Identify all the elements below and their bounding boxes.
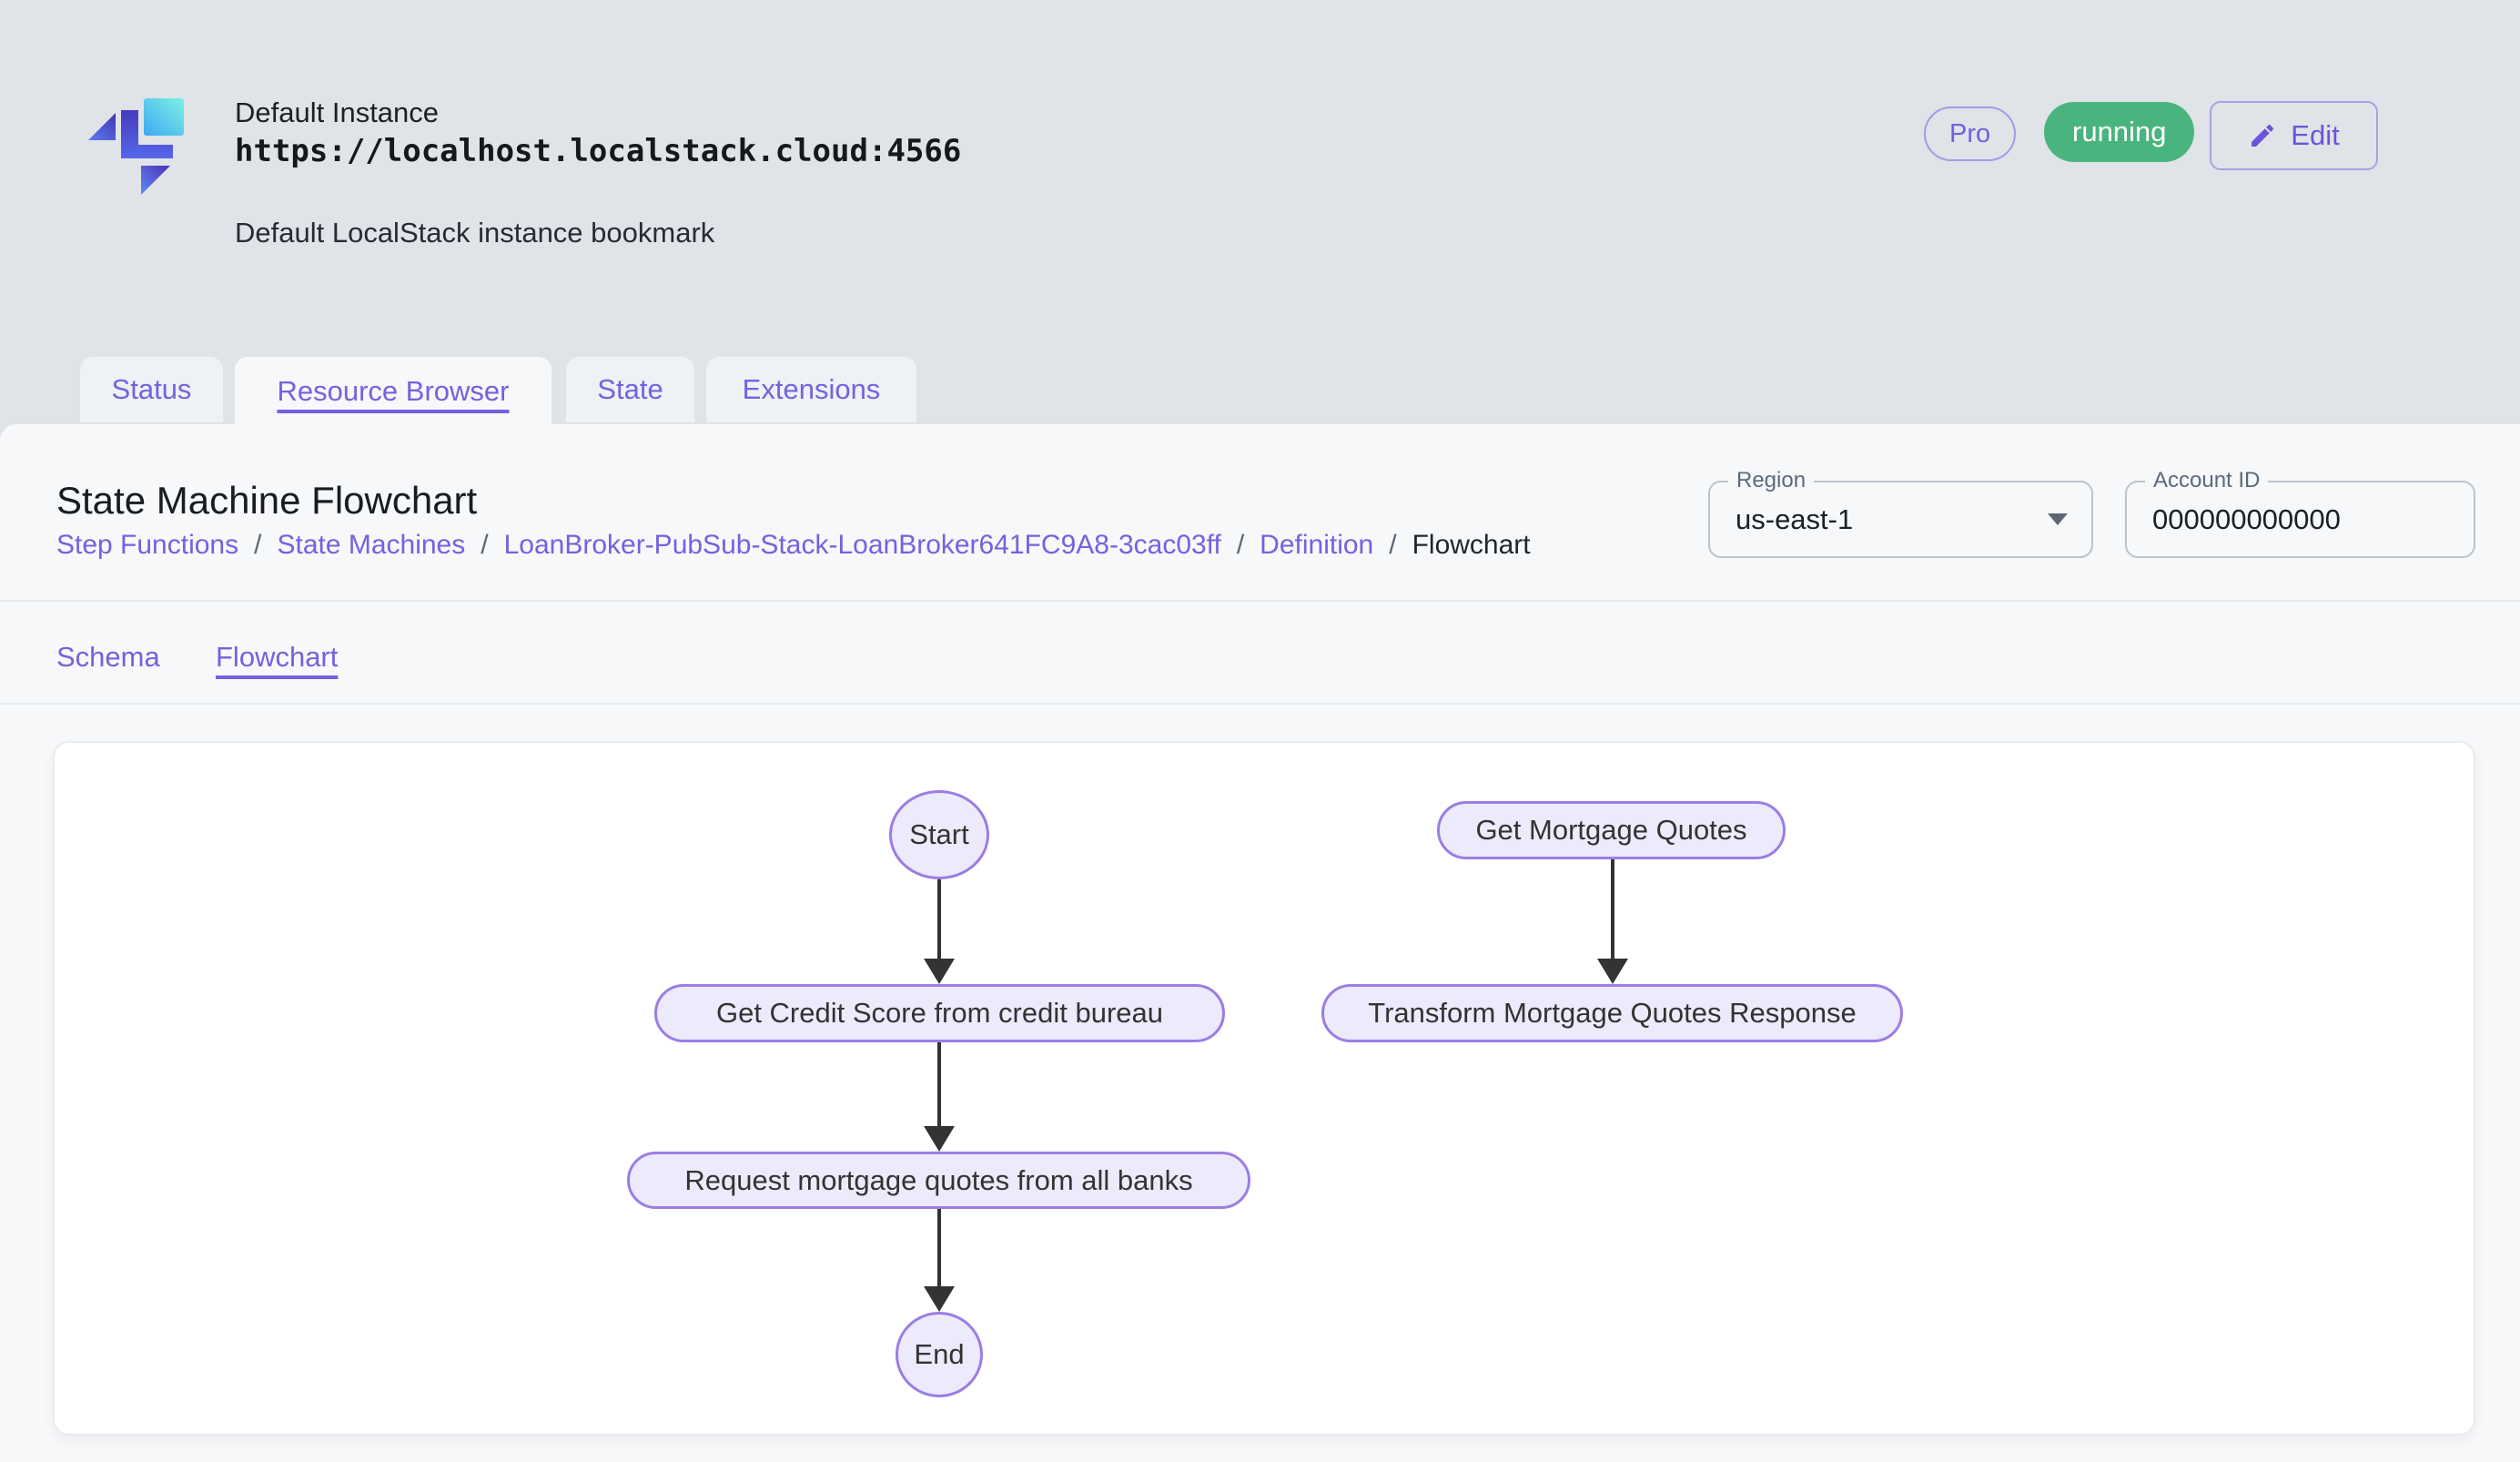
- flow-arrowhead: [924, 1126, 955, 1152]
- tab-resource-browser-label: Resource Browser: [277, 375, 510, 407]
- breadcrumb-state-machine-name[interactable]: LoanBroker-PubSub-Stack-LoanBroker641FC9…: [503, 530, 1221, 560]
- tab-extensions[interactable]: Extensions: [706, 357, 916, 422]
- chevron-down-icon: [2048, 513, 2068, 525]
- flow-node-start: Start: [889, 790, 989, 879]
- breadcrumb-step-functions[interactable]: Step Functions: [56, 530, 239, 560]
- flow-node-end: End: [896, 1312, 983, 1397]
- flow-arrow-quotes-to-transform: [1611, 859, 1614, 960]
- breadcrumb-separator: /: [1236, 530, 1245, 560]
- breadcrumb-definition[interactable]: Definition: [1260, 530, 1374, 560]
- region-select[interactable]: Region us-east-1: [1708, 468, 2093, 558]
- region-label: Region: [1728, 468, 1815, 493]
- status-badge: running: [2044, 102, 2195, 162]
- edit-button-label: Edit: [2291, 119, 2340, 151]
- account-id-field: Account ID: [2125, 468, 2475, 558]
- flow-arrow-credit-to-request: [937, 1042, 941, 1128]
- tab-state[interactable]: State: [566, 357, 694, 422]
- tab-status[interactable]: Status: [80, 357, 223, 422]
- subtab-schema[interactable]: Schema: [56, 641, 160, 673]
- flow-node-request-quotes: Request mortgage quotes from all banks: [627, 1152, 1250, 1209]
- divider: [0, 703, 2520, 705]
- flow-arrow-request-to-end: [937, 1209, 941, 1288]
- tab-extensions-label: Extensions: [742, 373, 881, 405]
- pro-badge: Pro: [1924, 107, 2017, 161]
- subtab-flowchart[interactable]: Flowchart: [216, 641, 339, 673]
- instance-url: https://localhost.localstack.cloud:4566: [235, 133, 962, 169]
- flow-node-get-credit-score: Get Credit Score from credit bureau: [654, 984, 1225, 1042]
- breadcrumb-current: Flowchart: [1412, 530, 1531, 560]
- flow-arrowhead: [1597, 959, 1628, 984]
- flow-arrowhead: [924, 959, 955, 984]
- region-value: us-east-1: [1736, 503, 1854, 535]
- tab-resource-browser[interactable]: Resource Browser: [235, 357, 552, 426]
- breadcrumb-separator: /: [254, 530, 262, 560]
- tab-state-label: State: [597, 373, 663, 405]
- flow-arrowhead: [924, 1286, 955, 1312]
- divider: [0, 600, 2520, 602]
- tab-status-label: Status: [111, 373, 192, 405]
- breadcrumb: Step Functions / State Machines / LoanBr…: [56, 530, 1531, 561]
- breadcrumb-separator: /: [1389, 530, 1397, 560]
- breadcrumb-separator: /: [481, 530, 489, 560]
- page-title: State Machine Flowchart: [56, 479, 478, 522]
- flow-node-get-mortgage-quotes: Get Mortgage Quotes: [1437, 801, 1786, 859]
- flow-arrow-start-to-credit: [937, 879, 941, 960]
- flowchart-card: Start Get Mortgage Quotes Get Credit Sco…: [53, 741, 2475, 1436]
- instance-description: Default LocalStack instance bookmark: [235, 217, 715, 249]
- resource-browser-panel: State Machine Flowchart Step Functions /…: [0, 424, 2520, 1462]
- edit-button[interactable]: Edit: [2210, 101, 2378, 170]
- account-id-input[interactable]: [2151, 482, 2451, 556]
- breadcrumb-state-machines[interactable]: State Machines: [277, 530, 466, 560]
- instance-name: Default Instance: [235, 96, 440, 128]
- pencil-icon: [2252, 124, 2274, 147]
- localstack-logo: [88, 98, 184, 195]
- flow-node-transform-response: Transform Mortgage Quotes Response: [1321, 984, 1903, 1042]
